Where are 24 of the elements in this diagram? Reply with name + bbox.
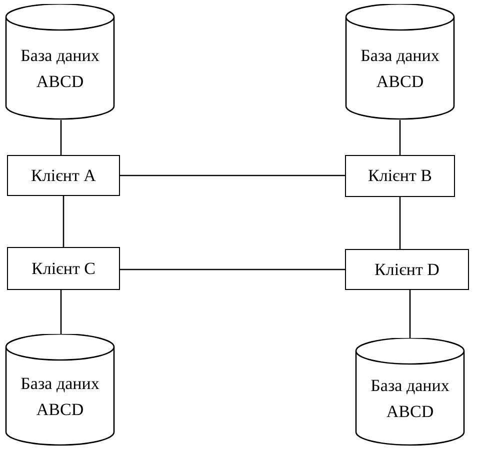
database-cylinder: [5, 334, 115, 446]
client-box: [345, 249, 469, 290]
connector-line: [399, 120, 401, 155]
database-cylinder: [355, 338, 465, 446]
client-label: Клієнт A: [31, 164, 96, 186]
database-label: База даних ABCD: [360, 44, 440, 92]
database-cylinder: [345, 4, 455, 120]
database-label: База даних ABCD: [370, 374, 450, 422]
client-label: Клієнт B: [368, 165, 432, 187]
client-box: [7, 247, 120, 290]
client-label: Клієнт C: [32, 258, 96, 280]
connector-line: [409, 290, 411, 338]
connector-line: [120, 268, 345, 270]
connector-line: [60, 290, 62, 334]
connector-line: [60, 120, 62, 155]
connector-line: [399, 197, 401, 249]
database-cylinder: [5, 4, 115, 120]
client-label: Клієнт D: [374, 258, 440, 280]
connector-line: [62, 196, 64, 247]
database-label: База даних ABCD: [20, 372, 100, 420]
database-label: База даних ABCD: [20, 44, 100, 92]
client-box: [7, 155, 120, 196]
client-box: [345, 155, 455, 197]
connector-line: [120, 174, 345, 176]
